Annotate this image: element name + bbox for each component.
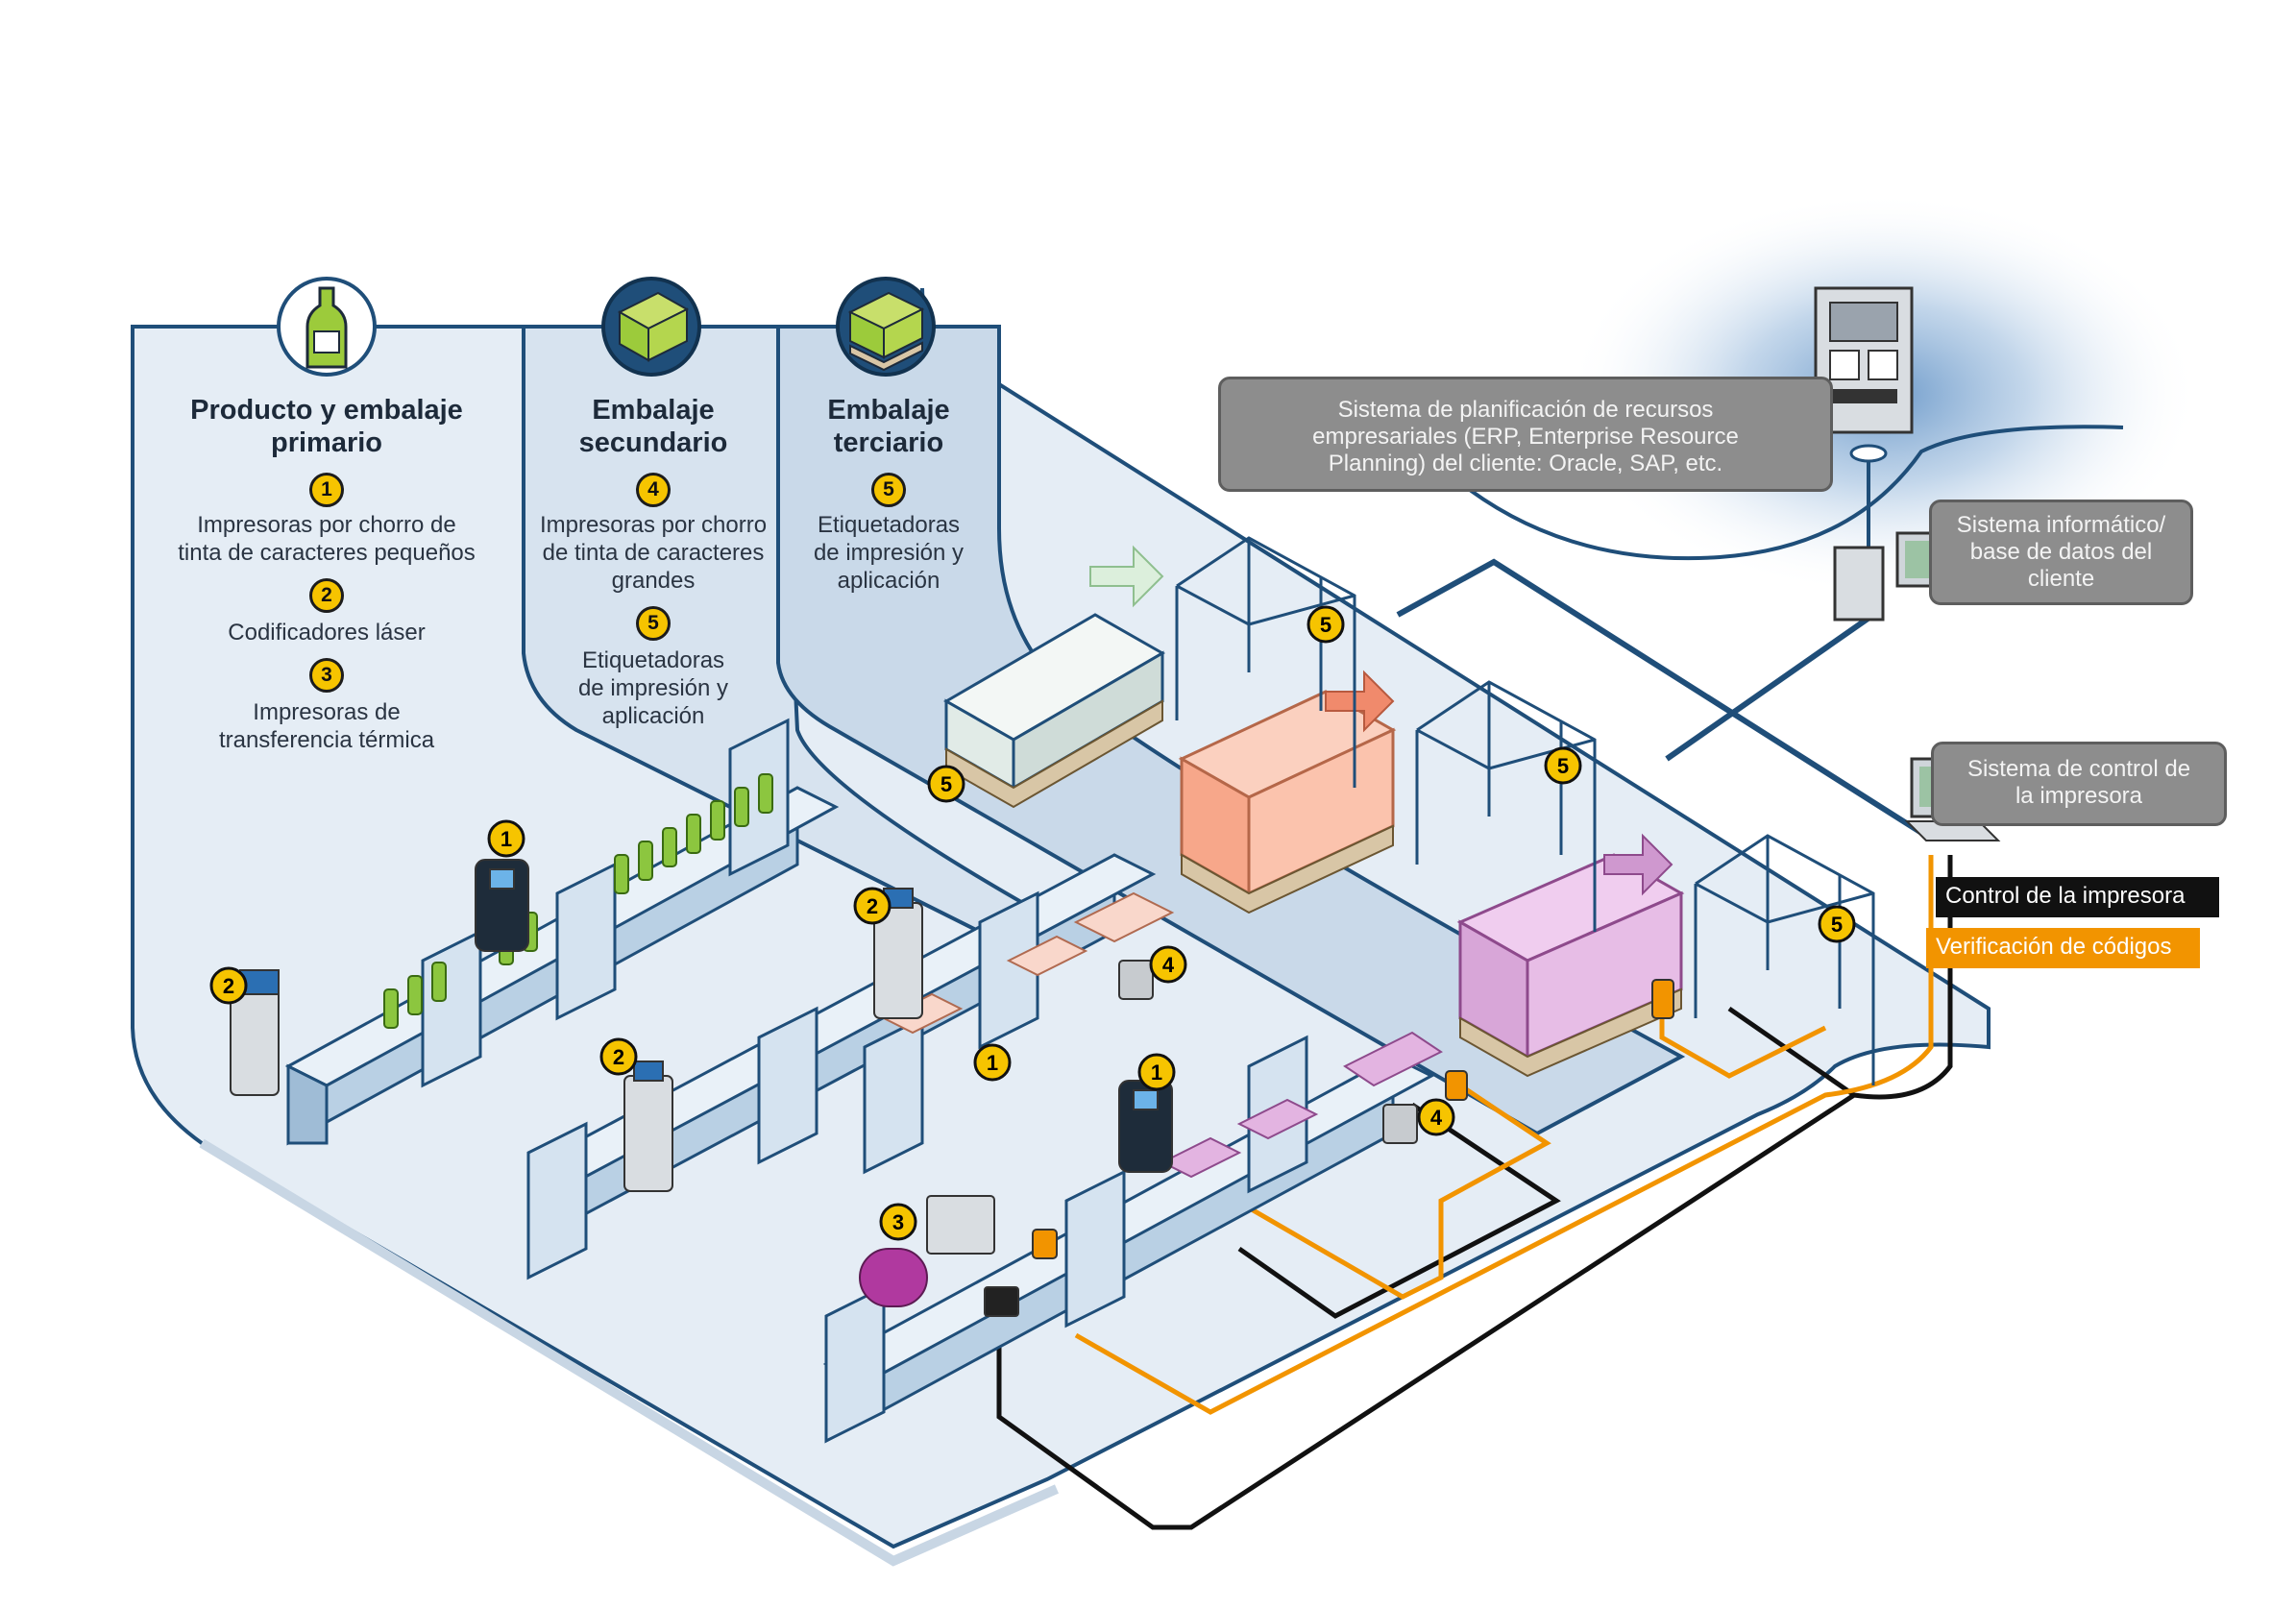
section-secondary-item-4-badge: 4 xyxy=(636,473,671,507)
marker-1-c: 1 xyxy=(1137,1053,1176,1091)
svg-text:4: 4 xyxy=(1430,1106,1443,1130)
marker-3: 3 xyxy=(879,1203,917,1241)
svg-text:5: 5 xyxy=(1320,613,1331,637)
svg-text:5: 5 xyxy=(940,772,952,796)
printer-machines xyxy=(230,859,1674,1317)
svg-text:5: 5 xyxy=(1831,913,1843,937)
section-secondary-item-5-badge: 5 xyxy=(636,606,671,641)
pallet-icon xyxy=(836,277,936,377)
marker-5-a: 5 xyxy=(927,765,965,803)
marker-5-b: 5 xyxy=(1307,605,1345,644)
verification-line-1 xyxy=(1074,855,1934,1415)
section-secondary-item-4: Impresoras por chorro de tinta de caract… xyxy=(539,512,768,594)
marker-2-b: 2 xyxy=(853,887,892,925)
floor-drop-shadow xyxy=(199,1138,1060,1567)
section-primary-title: Producto y embalaje primario xyxy=(190,395,463,458)
marker-5-d: 5 xyxy=(1818,905,1856,943)
section-secondary: Embalaje secundario 4 Impresoras por cho… xyxy=(538,394,769,730)
section-secondary-title: Embalaje secundario xyxy=(578,395,728,458)
section-tertiary-item-5-badge: 5 xyxy=(871,473,906,507)
svg-text:2: 2 xyxy=(223,974,234,998)
network-line-db xyxy=(1665,612,1875,762)
pallet-orange xyxy=(1178,670,1397,914)
control-line-1 xyxy=(996,855,1953,1530)
control-line-2 xyxy=(1237,1102,1561,1319)
pallet-purple xyxy=(1456,833,1685,1078)
control-line-3 xyxy=(1727,1006,1856,1098)
section-tertiary-title: Embalaje terciario xyxy=(827,395,950,458)
section-tertiary-item-5: Etiquetadoras de impresión y aplicación xyxy=(813,512,965,594)
marker-4-b: 4 xyxy=(1417,1098,1455,1136)
marker-1-b: 1 xyxy=(973,1043,1012,1082)
section-primary-item-2: Codificadores láser xyxy=(228,620,426,646)
bottle-icon xyxy=(277,277,377,377)
svg-text:5: 5 xyxy=(1557,754,1569,778)
svg-text:1: 1 xyxy=(1151,1060,1162,1085)
section-primary: Producto y embalaje primario 1 Impresora… xyxy=(173,394,480,754)
svg-text:1: 1 xyxy=(501,827,512,851)
svg-text:4: 4 xyxy=(1162,953,1175,977)
marker-1-a: 1 xyxy=(487,819,525,858)
erp-server xyxy=(1814,286,1914,463)
pallet-white xyxy=(942,545,1166,809)
network-line-erp xyxy=(1396,558,1928,839)
section-secondary-item-5: Etiquetadoras de impresión y aplicación xyxy=(577,647,729,729)
box-icon xyxy=(601,277,701,377)
marker-5-c: 5 xyxy=(1544,746,1582,785)
svg-text:1: 1 xyxy=(987,1051,998,1075)
purple-cartons-row xyxy=(859,1031,1443,1307)
section-primary-item-3-badge: 3 xyxy=(309,658,344,693)
it-network-boundary xyxy=(1468,425,2124,561)
svg-text:2: 2 xyxy=(867,894,878,918)
marker-2-c: 2 xyxy=(599,1037,638,1076)
section-primary-item-1-badge: 1 xyxy=(309,473,344,507)
section-primary-item-2-badge: 2 xyxy=(309,578,344,613)
erp-system-box: Sistema de planificación de recursos emp… xyxy=(1218,377,1833,492)
svg-text:3: 3 xyxy=(892,1210,904,1234)
verification-line-2 xyxy=(1218,1083,1551,1300)
section-tertiary: Embalaje terciario 5 Etiquetadoras de im… xyxy=(788,394,989,595)
marker-4-a: 4 xyxy=(1149,945,1187,984)
section-primary-item-1: Impresoras por chorro de tinta de caract… xyxy=(178,512,476,566)
printer-control-system-box: Sistema de control de la impresora xyxy=(1931,742,2227,826)
conveyor-tunnels xyxy=(421,718,1308,1444)
marker-2-a: 2 xyxy=(209,966,248,1005)
legend-control: Control de la impresora xyxy=(1936,877,2219,917)
database-system-box: Sistema informático/ base de datos del c… xyxy=(1929,500,2193,605)
legend-verification: Verificación de códigos xyxy=(1926,928,2200,968)
section-primary-item-3: Impresoras de transferencia térmica xyxy=(218,699,435,753)
bottles-row xyxy=(383,773,773,1029)
svg-text:2: 2 xyxy=(613,1045,624,1069)
